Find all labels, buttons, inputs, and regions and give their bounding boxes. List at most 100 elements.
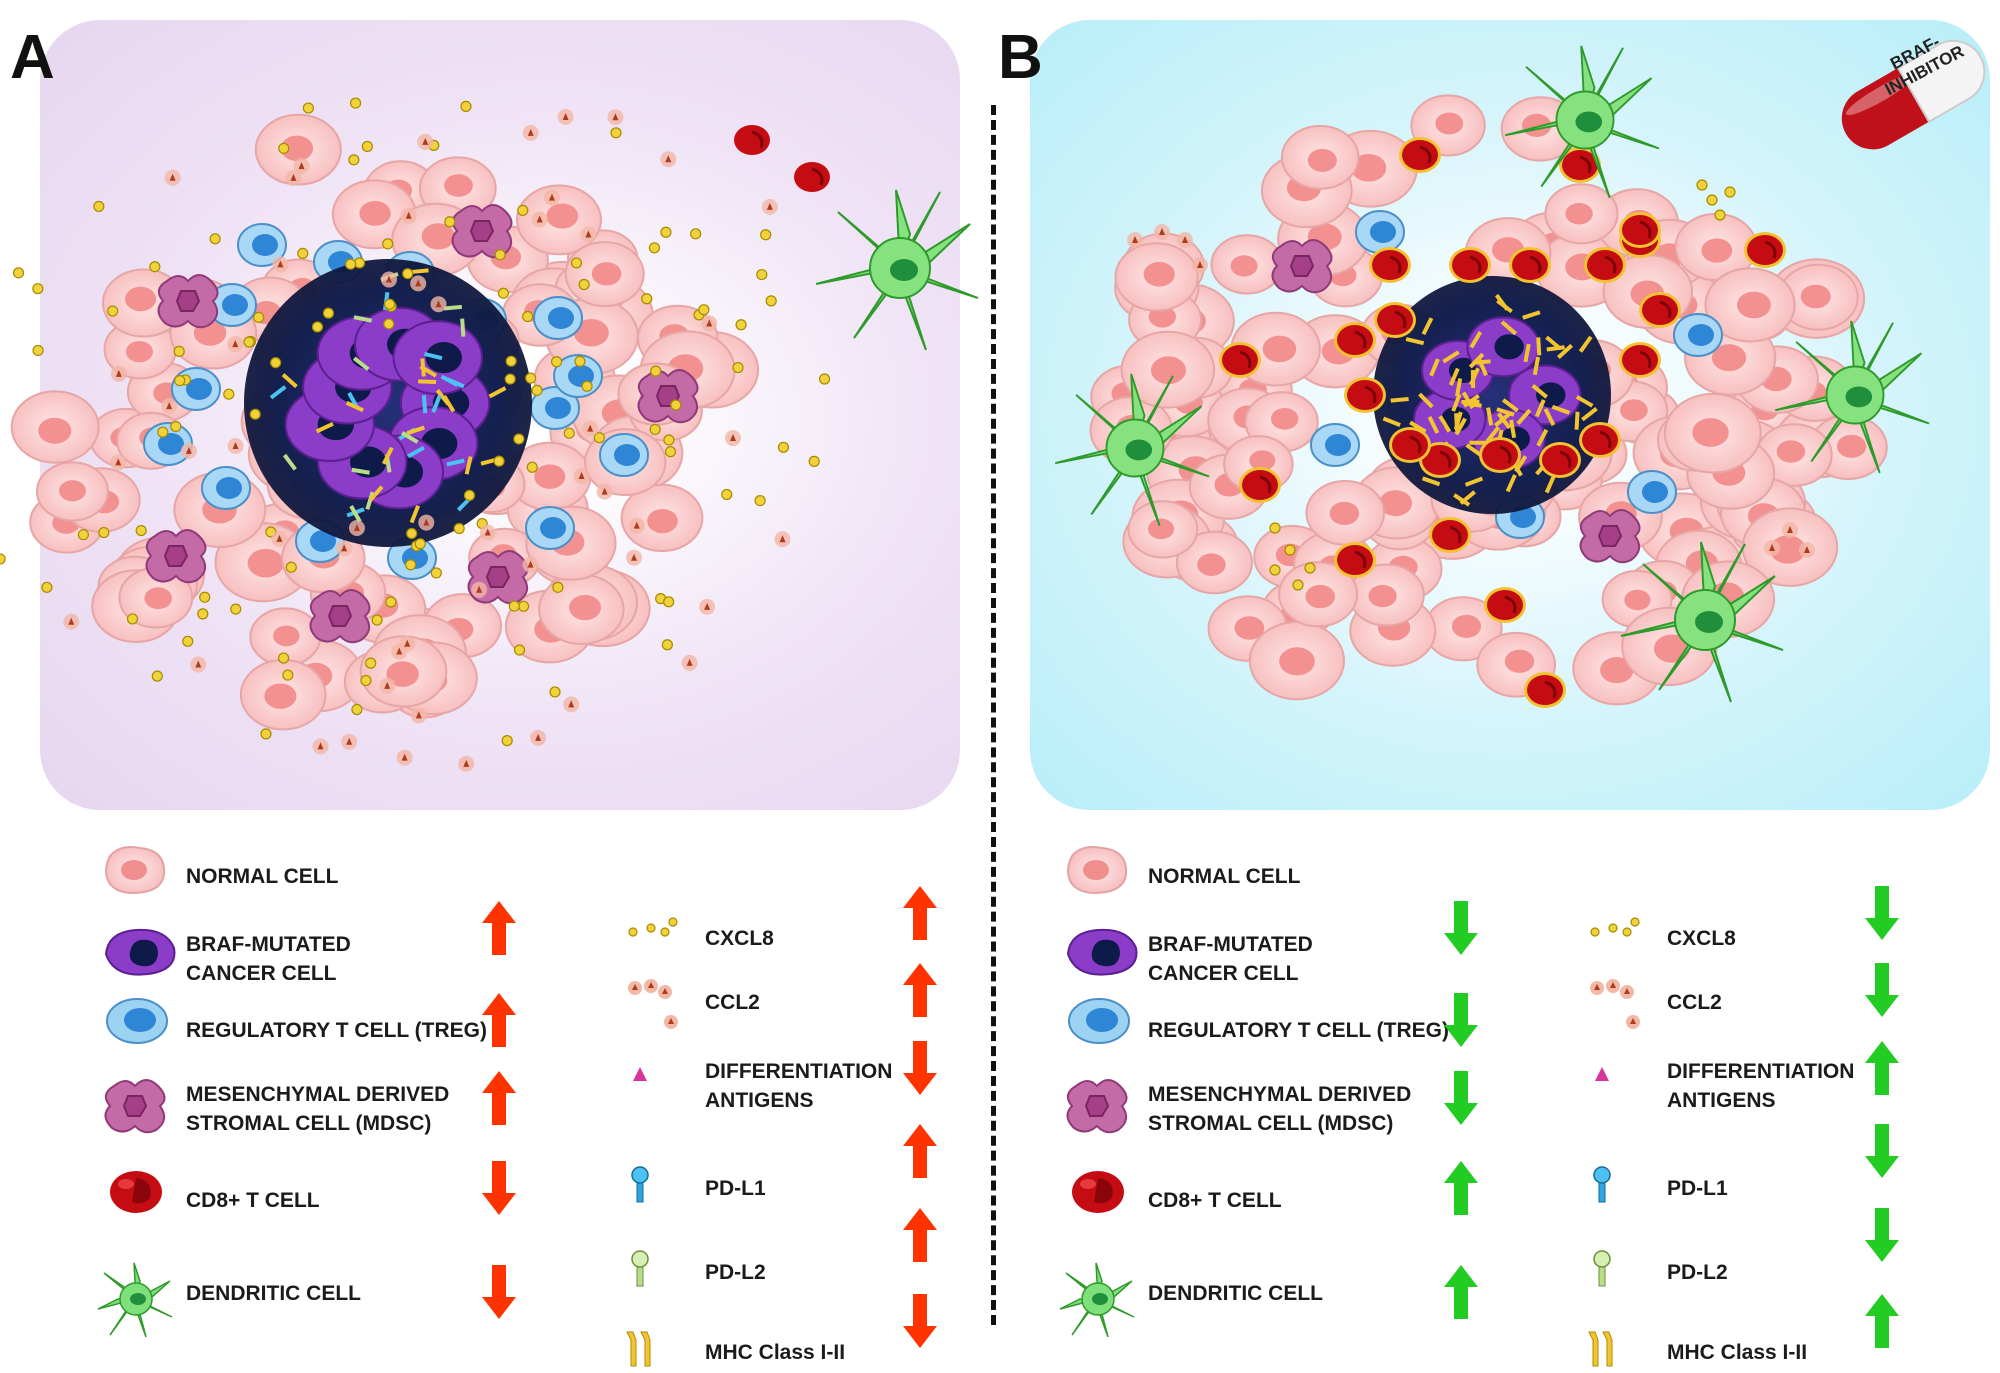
ccl2-particle [761, 198, 778, 215]
cxcl8-particle [151, 670, 163, 682]
ccl2-particle [1764, 540, 1780, 556]
cd8-cell-icon [1068, 1166, 1128, 1221]
cxcl8-particle [497, 287, 510, 299]
legend-label: DENDRITIC CELL [1148, 1282, 1323, 1305]
cxcl8-particle [818, 373, 831, 385]
ccl2-particle [522, 556, 539, 573]
cxcl8-particle [382, 238, 394, 250]
ccl2-particle [626, 549, 643, 566]
arrow-up-icon [1865, 1294, 1899, 1348]
ccl2-particle [1799, 542, 1815, 558]
cxcl8-particle [249, 408, 261, 420]
cd8-t-cell [1369, 247, 1411, 283]
cxcl8-particle [223, 388, 235, 400]
cxcl8-particle [405, 559, 417, 571]
cxcl8-particle [93, 200, 105, 213]
cxcl8-particle [285, 561, 297, 573]
cxcl8-particle [650, 365, 662, 377]
dendritic-cell [815, 189, 979, 351]
dendritic-cell [1504, 45, 1660, 199]
cxcl8-particle [384, 298, 396, 310]
cxcl8-particle [563, 427, 575, 439]
cxcl8-particle [698, 304, 710, 316]
cxcl8-particle [209, 233, 221, 245]
arrow-up-icon [903, 963, 937, 1017]
cxcl8-particle [663, 596, 675, 608]
dendritic-cell [1054, 373, 1210, 527]
cxcl8-particle [182, 635, 194, 647]
cxcl8-particle [574, 355, 586, 367]
cxcl8-particle [430, 567, 442, 579]
ccl2-particle [1782, 522, 1798, 538]
cd8-t-cell [1619, 212, 1661, 248]
cd8-t-cell [1449, 247, 1491, 283]
cancer-cell-icon [1062, 924, 1142, 985]
legend-label: PD-L1 [705, 1177, 766, 1200]
legend-label: REGULATORY T CELL (TREG) [1148, 1019, 1450, 1042]
panel-b-label: B [998, 23, 1043, 92]
panel-a-cell-cluster [0, 97, 979, 772]
ccl2-particle [410, 275, 427, 292]
treg-cell [533, 296, 583, 340]
legend-label: NORMAL CELL [1148, 865, 1301, 888]
mdsc-cell [157, 274, 219, 329]
cxcl8-particle [1706, 194, 1718, 206]
arrow-down-icon [1865, 886, 1899, 940]
cd8-t-cell [1429, 517, 1471, 553]
cxcl8-particle [760, 229, 772, 241]
cxcl8-particle [513, 433, 525, 445]
cxcl8-particle [149, 261, 161, 273]
pdl2-icon [625, 1248, 655, 1293]
normal-cell [1210, 234, 1284, 295]
cxcl8-particle [157, 426, 169, 438]
cxcl8-particle [344, 258, 357, 270]
dendritic-cell [1620, 541, 1784, 703]
normal-cell [1175, 530, 1253, 595]
cxcl8-particle [513, 644, 526, 656]
treg-cell [525, 506, 575, 550]
cxcl8-particle [126, 613, 139, 625]
cxcl8-particle [402, 268, 414, 280]
cxcl8-particle [322, 307, 335, 319]
cxcl8-particle [349, 97, 362, 109]
cxcl8-particle [41, 581, 53, 593]
cxcl8-particle [463, 489, 476, 501]
ccl2-particle [336, 540, 353, 557]
legend-label: CXCL8 [705, 927, 774, 950]
ccl2-particle [110, 454, 127, 471]
cxcl8-particle [505, 355, 517, 367]
cxcl8-particle [173, 345, 185, 357]
cxcl8-particle [593, 432, 605, 444]
braf-inhibitor-pill-icon [1841, 39, 1986, 150]
cxcl8-particle [0, 553, 6, 565]
legend-label: CCL2 [705, 991, 760, 1014]
cxcl8-particle [664, 446, 677, 458]
normal-cell [254, 113, 342, 186]
treg-cell [1627, 470, 1677, 514]
ccl2-particle [418, 514, 435, 531]
cxcl8-particle [365, 657, 377, 669]
normal-cell [538, 573, 625, 645]
cxcl8-particle [199, 591, 211, 603]
cxcl8-particle [1292, 579, 1304, 591]
cxcl8-icon [1587, 914, 1647, 945]
cxcl8-particle [493, 455, 505, 467]
normal-cell [1114, 242, 1199, 312]
cd8-t-cell [1484, 587, 1526, 623]
cd8-t-cell [794, 162, 830, 192]
ccl2-particle [530, 729, 547, 746]
cd8-t-cell [1509, 247, 1551, 283]
cxcl8-particle [721, 488, 733, 501]
cxcl8-icon [625, 914, 685, 945]
cxcl8-particle [453, 522, 465, 535]
ccl2-particle [430, 296, 447, 313]
treg-icon [1066, 996, 1132, 1051]
panel-b-cell-cluster [1054, 45, 1930, 708]
ccl2-particle [399, 635, 416, 652]
cxcl8-particle [578, 278, 590, 291]
cd8-t-cell [1479, 437, 1521, 473]
ccl2-particle [681, 654, 698, 671]
cxcl8-particle [348, 154, 360, 166]
ccl2-particle [348, 520, 365, 537]
cxcl8-particle [253, 311, 265, 324]
